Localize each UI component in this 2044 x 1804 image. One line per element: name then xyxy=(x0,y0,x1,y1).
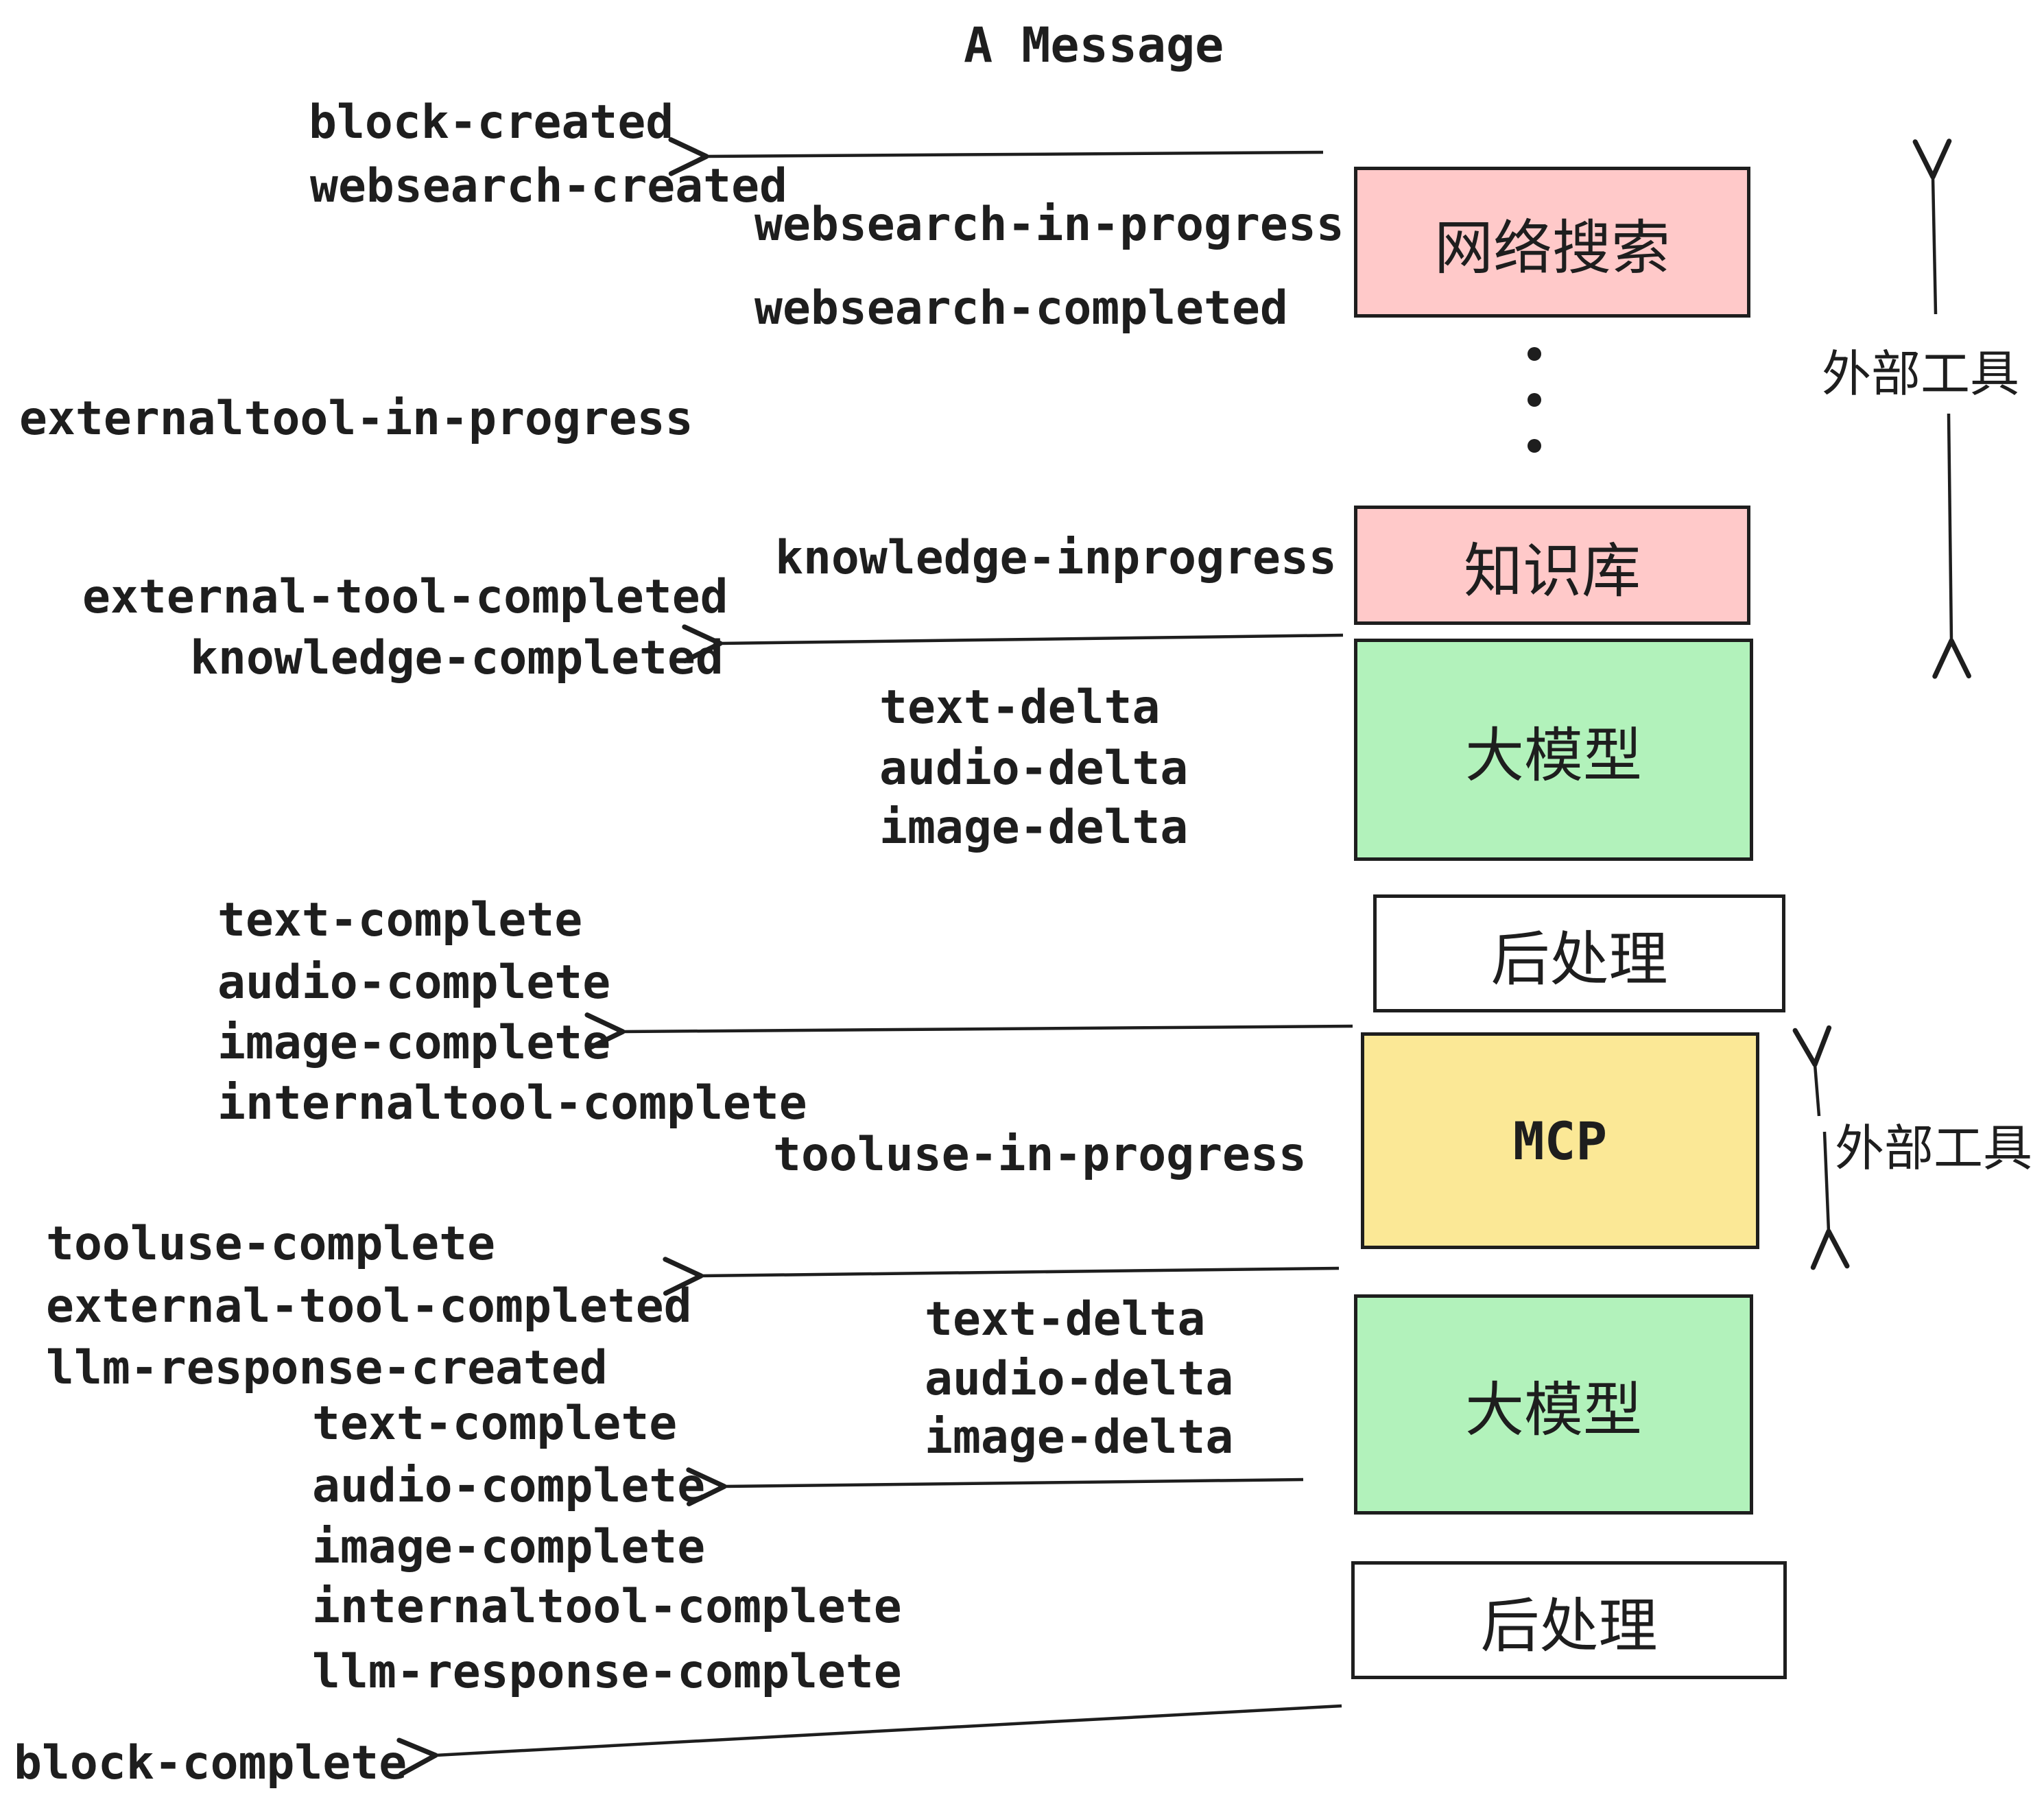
event-image-complete-2: image-complete xyxy=(312,1520,706,1574)
event-external-tool-completed-2: external-tool-completed xyxy=(46,1279,692,1333)
arrow-to-block-complete xyxy=(396,1704,1342,1777)
event-tooluse-complete: tooluse-complete xyxy=(46,1217,496,1271)
arrow-to-block-created xyxy=(668,137,1324,176)
event-llm-response-created: llm-response-created xyxy=(46,1341,608,1395)
event-externaltool-in-progress: externaltool-in-progress xyxy=(19,392,693,446)
box-mcp: MCP xyxy=(1361,1032,1759,1249)
external-tools-up-arrow-1 xyxy=(1912,139,1952,315)
external-tools-label-2: 外部工具 xyxy=(1835,1121,2033,1176)
event-external-tool-completed-1: external-tool-completed xyxy=(82,570,728,624)
box-postprocess-1: 后处理 xyxy=(1373,894,1785,1012)
external-tools-down-arrow-2 xyxy=(1810,1131,1850,1270)
external-tools-down-arrow-1 xyxy=(1932,413,1971,679)
event-knowledge-completed: knowledge-completed xyxy=(190,631,724,685)
arrow-to-external-tool-completed xyxy=(663,1257,1340,1296)
external-tools-label-1: 外部工具 xyxy=(1822,347,2020,402)
event-text-complete-2: text-complete xyxy=(312,1397,678,1451)
page-title: A Message xyxy=(964,17,1224,73)
event-audio-complete-1: audio-complete xyxy=(217,956,611,1010)
event-knowledge-inprogress: knowledge-inprogress xyxy=(775,531,1337,585)
event-block-created: block-created xyxy=(309,95,674,150)
box-knowledge: 知识库 xyxy=(1354,506,1750,625)
box-postprocess-2: 后处理 xyxy=(1351,1561,1787,1679)
event-audio-complete-2: audio-complete xyxy=(312,1459,706,1513)
event-text-delta-1: text-delta xyxy=(879,680,1161,735)
arrow-to-audio-complete xyxy=(686,1467,1304,1506)
event-image-complete-1: image-complete xyxy=(217,1016,611,1070)
box-websearch: 网络搜索 xyxy=(1354,167,1750,318)
event-tooluse-in-progress: tooluse-in-progress xyxy=(773,1128,1307,1182)
event-websearch-completed: websearch-completed xyxy=(754,281,1288,335)
event-llm-response-complete: llm-response-complete xyxy=(312,1645,902,1699)
event-audio-delta-1: audio-delta xyxy=(879,741,1189,796)
event-internaltool-complete-2: internaltool-complete xyxy=(312,1580,902,1634)
event-websearch-in-progress: websearch-in-progress xyxy=(754,198,1344,252)
box-llm-2: 大模型 xyxy=(1354,1294,1753,1515)
event-internaltool-complete-1: internaltool-complete xyxy=(217,1076,807,1130)
box-llm-1: 大模型 xyxy=(1354,639,1753,861)
arrow-to-knowledge-completed xyxy=(682,624,1344,664)
external-tools-up-arrow-2 xyxy=(1792,1025,1832,1117)
event-block-complete: block-complete xyxy=(14,1736,407,1790)
ellipsis-dots xyxy=(1528,347,1541,453)
arrow-to-image-complete xyxy=(584,1012,1353,1052)
event-image-delta-2: image-delta xyxy=(925,1410,1234,1464)
event-audio-delta-2: audio-delta xyxy=(925,1352,1234,1406)
event-text-delta-2: text-delta xyxy=(925,1292,1206,1346)
event-text-complete-1: text-complete xyxy=(217,893,583,947)
event-image-delta-1: image-delta xyxy=(879,800,1189,855)
